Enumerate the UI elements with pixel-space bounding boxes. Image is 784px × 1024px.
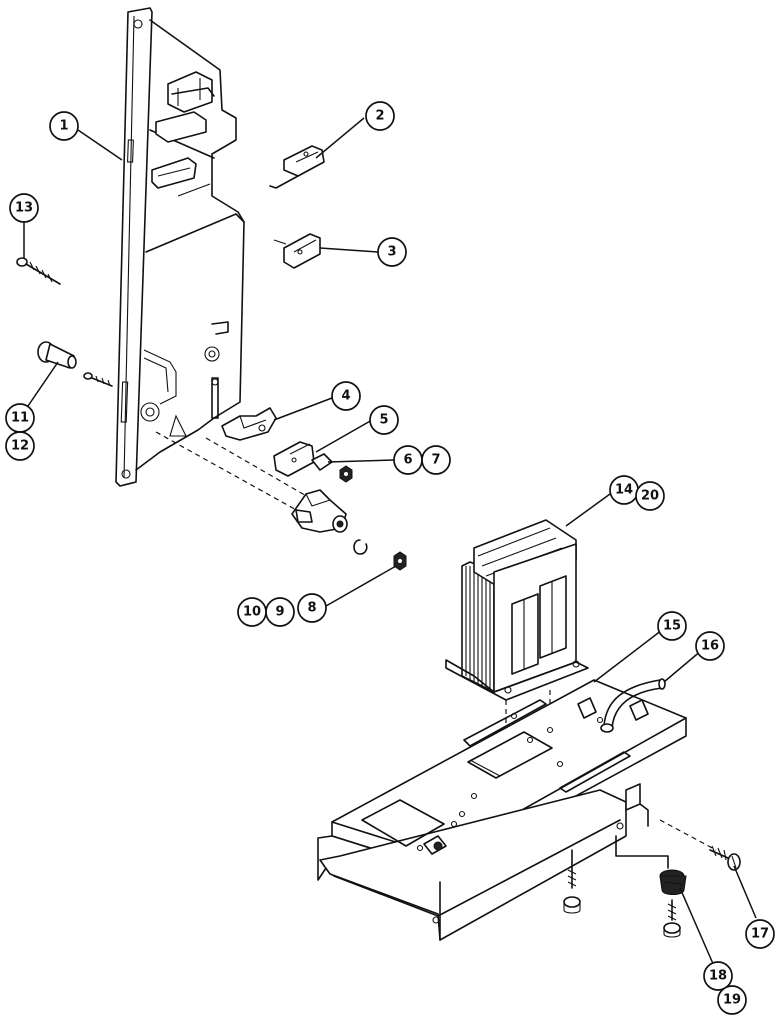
svg-text:2: 2: [375, 109, 384, 124]
callout-3: 3: [377, 237, 407, 267]
svg-text:12: 12: [11, 439, 29, 454]
svg-text:17: 17: [751, 927, 769, 942]
leader-lines: [23, 117, 757, 967]
e-clip: [353, 539, 368, 555]
callout-17: 17: [745, 919, 775, 949]
callout-18: 18: [703, 961, 733, 991]
callout-14: 14: [609, 475, 639, 505]
long-screw: [16, 257, 61, 285]
svg-text:5: 5: [379, 413, 388, 428]
chassis-screw: [563, 849, 581, 914]
foot-screw: [663, 899, 681, 938]
callout-1: 1: [49, 111, 79, 141]
callout-13: 13: [9, 193, 39, 223]
callout-20: 20: [635, 481, 665, 511]
hex-nut-lower: [393, 551, 407, 571]
micro-switch-middle: [273, 233, 321, 269]
transformer: [445, 519, 589, 701]
svg-text:14: 14: [615, 483, 633, 498]
callout-8: 8: [297, 593, 327, 623]
callout-5: 5: [369, 405, 399, 435]
control-panel-bracket: [115, 7, 311, 513]
svg-text:8: 8: [307, 601, 316, 616]
micro-switch-upper: [269, 145, 325, 189]
svg-text:1: 1: [59, 119, 68, 134]
svg-text:18: 18: [709, 969, 727, 984]
base-chassis: [317, 679, 687, 941]
svg-text:7: 7: [431, 453, 440, 468]
callout-12: 12: [5, 431, 35, 461]
hex-nut-upper: [339, 465, 353, 483]
svg-text:16: 16: [701, 639, 719, 654]
callout-6: 6: [393, 445, 423, 475]
callout-16: 16: [695, 631, 725, 661]
callout-9: 9: [265, 597, 295, 627]
micro-switch-lower: [273, 441, 333, 477]
callout-11: 11: [5, 403, 35, 433]
wire-harness: [600, 678, 666, 733]
callout-10: 10: [237, 597, 267, 627]
svg-text:19: 19: [723, 993, 741, 1008]
rubber-foot: [615, 835, 687, 895]
callout-19: 19: [717, 985, 747, 1015]
pivot-pin: [37, 341, 77, 369]
callout-4: 4: [331, 381, 361, 411]
cam-actuator: [221, 407, 277, 441]
svg-text:11: 11: [11, 411, 29, 426]
callout-2: 2: [365, 101, 395, 131]
svg-text:6: 6: [403, 453, 412, 468]
svg-text:15: 15: [663, 619, 681, 634]
callout-7: 7: [421, 445, 451, 475]
callout-15: 15: [657, 611, 687, 641]
screw-17: [659, 819, 741, 871]
lever-assembly: [291, 489, 348, 533]
svg-text:3: 3: [387, 245, 396, 260]
svg-text:10: 10: [243, 605, 261, 620]
small-screw: [83, 372, 113, 387]
svg-text:13: 13: [15, 201, 33, 216]
svg-text:9: 9: [275, 605, 284, 620]
svg-text:4: 4: [341, 389, 350, 404]
svg-text:20: 20: [641, 489, 659, 504]
